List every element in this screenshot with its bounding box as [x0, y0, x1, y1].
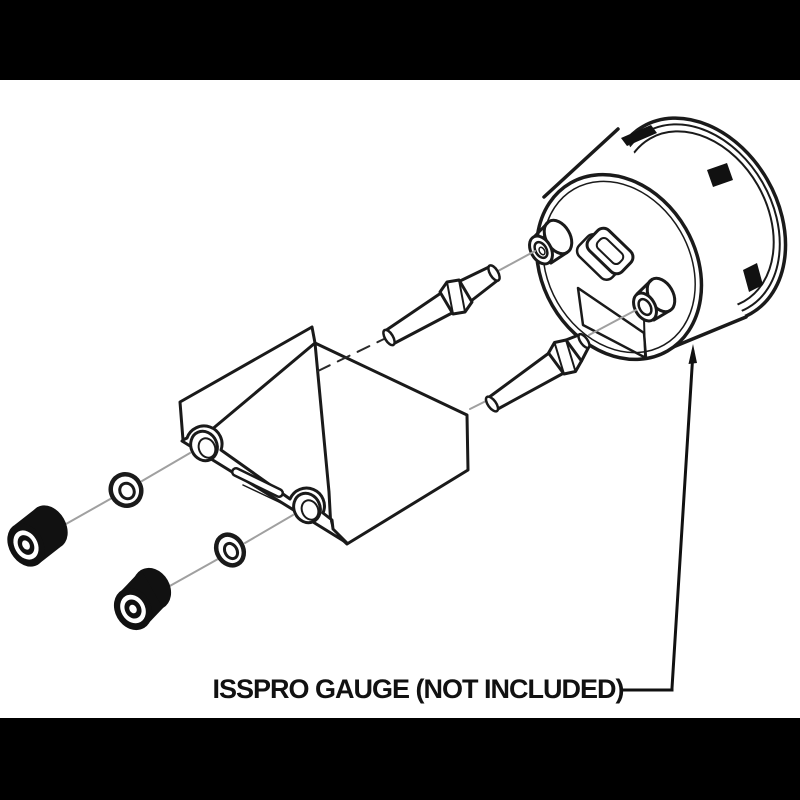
stud-1-end — [487, 264, 501, 282]
callout-leader — [620, 344, 697, 692]
thumb-nut-1 — [7, 505, 68, 567]
letterbox-bar-bottom — [0, 718, 800, 800]
washer-2 — [213, 532, 247, 568]
bezel-tab-top — [621, 125, 657, 146]
bracket-hole-2 — [292, 491, 322, 525]
gauge-stud-boss-1 — [528, 218, 574, 266]
stud-2-tip — [484, 395, 500, 413]
part-label: ISSPRO GAUGE (NOT INCLUDED) — [212, 674, 623, 704]
bezel-tab-right-upper — [707, 163, 733, 187]
thumb-nut-2 — [113, 567, 172, 631]
centerline-axis-1 — [65, 250, 536, 525]
letterbox-bar-top — [0, 0, 800, 80]
stud-2-hex-nut — [547, 338, 583, 376]
mounting-stud-2 — [484, 332, 591, 413]
stud-1-tip — [382, 328, 396, 347]
bezel-tab-right-lower — [743, 263, 763, 292]
isspro-gauge — [528, 116, 788, 362]
leader-line — [620, 350, 695, 692]
centerline-axis-2 — [167, 309, 637, 588]
bracket-edge-tick — [330, 520, 334, 530]
bracket-hole-1 — [189, 429, 219, 463]
mounting-stud-1 — [382, 264, 501, 347]
gauge-connector — [575, 226, 635, 281]
leader-arrow-icon — [688, 344, 697, 364]
stud-2-end — [577, 332, 591, 350]
gauge-stud-boss-2 — [632, 276, 677, 323]
mounting-bracket — [178, 325, 470, 546]
bracket-slot — [231, 467, 284, 504]
stud-1-hex-nut — [438, 278, 474, 316]
washer-1 — [108, 471, 144, 509]
bracket-back-flange — [178, 325, 317, 442]
